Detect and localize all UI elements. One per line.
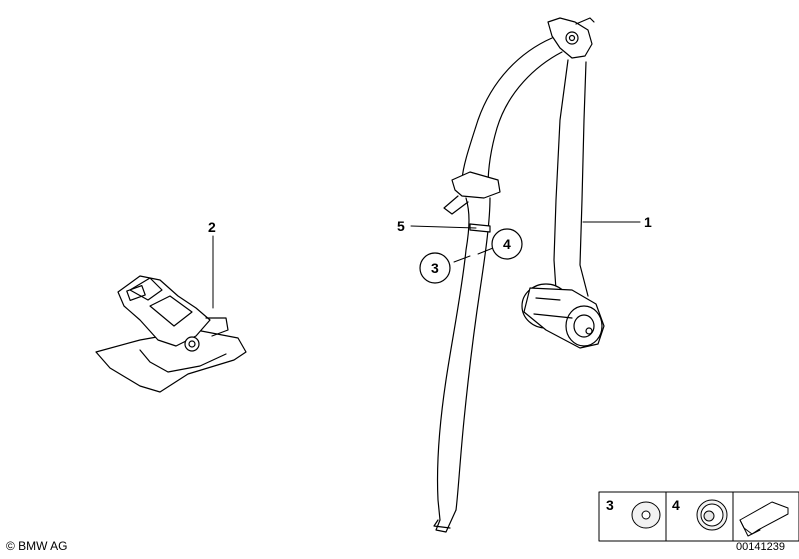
callout-label-3[interactable]: 3 [431, 260, 439, 276]
callout-circle-3[interactable] [419, 252, 451, 284]
legend-label-4: 4 [672, 497, 680, 513]
belt-buckle-assembly [95, 275, 247, 393]
callout-label-2[interactable]: 2 [208, 219, 216, 235]
direction-arrow-icon [739, 501, 789, 535]
diagram-number: 00141239 [736, 541, 785, 553]
copyright-notice: © BMW AG [6, 539, 68, 553]
legend-strip [598, 491, 799, 542]
seat-belt-assembly [433, 17, 605, 533]
callout-label-4[interactable]: 4 [503, 236, 511, 252]
leader-lines [212, 221, 641, 309]
callout-circle-4[interactable] [491, 228, 523, 260]
callout-label-5[interactable]: 5 [397, 218, 405, 234]
callout-label-1[interactable]: 1 [644, 214, 652, 230]
legend-label-3: 3 [606, 497, 614, 513]
